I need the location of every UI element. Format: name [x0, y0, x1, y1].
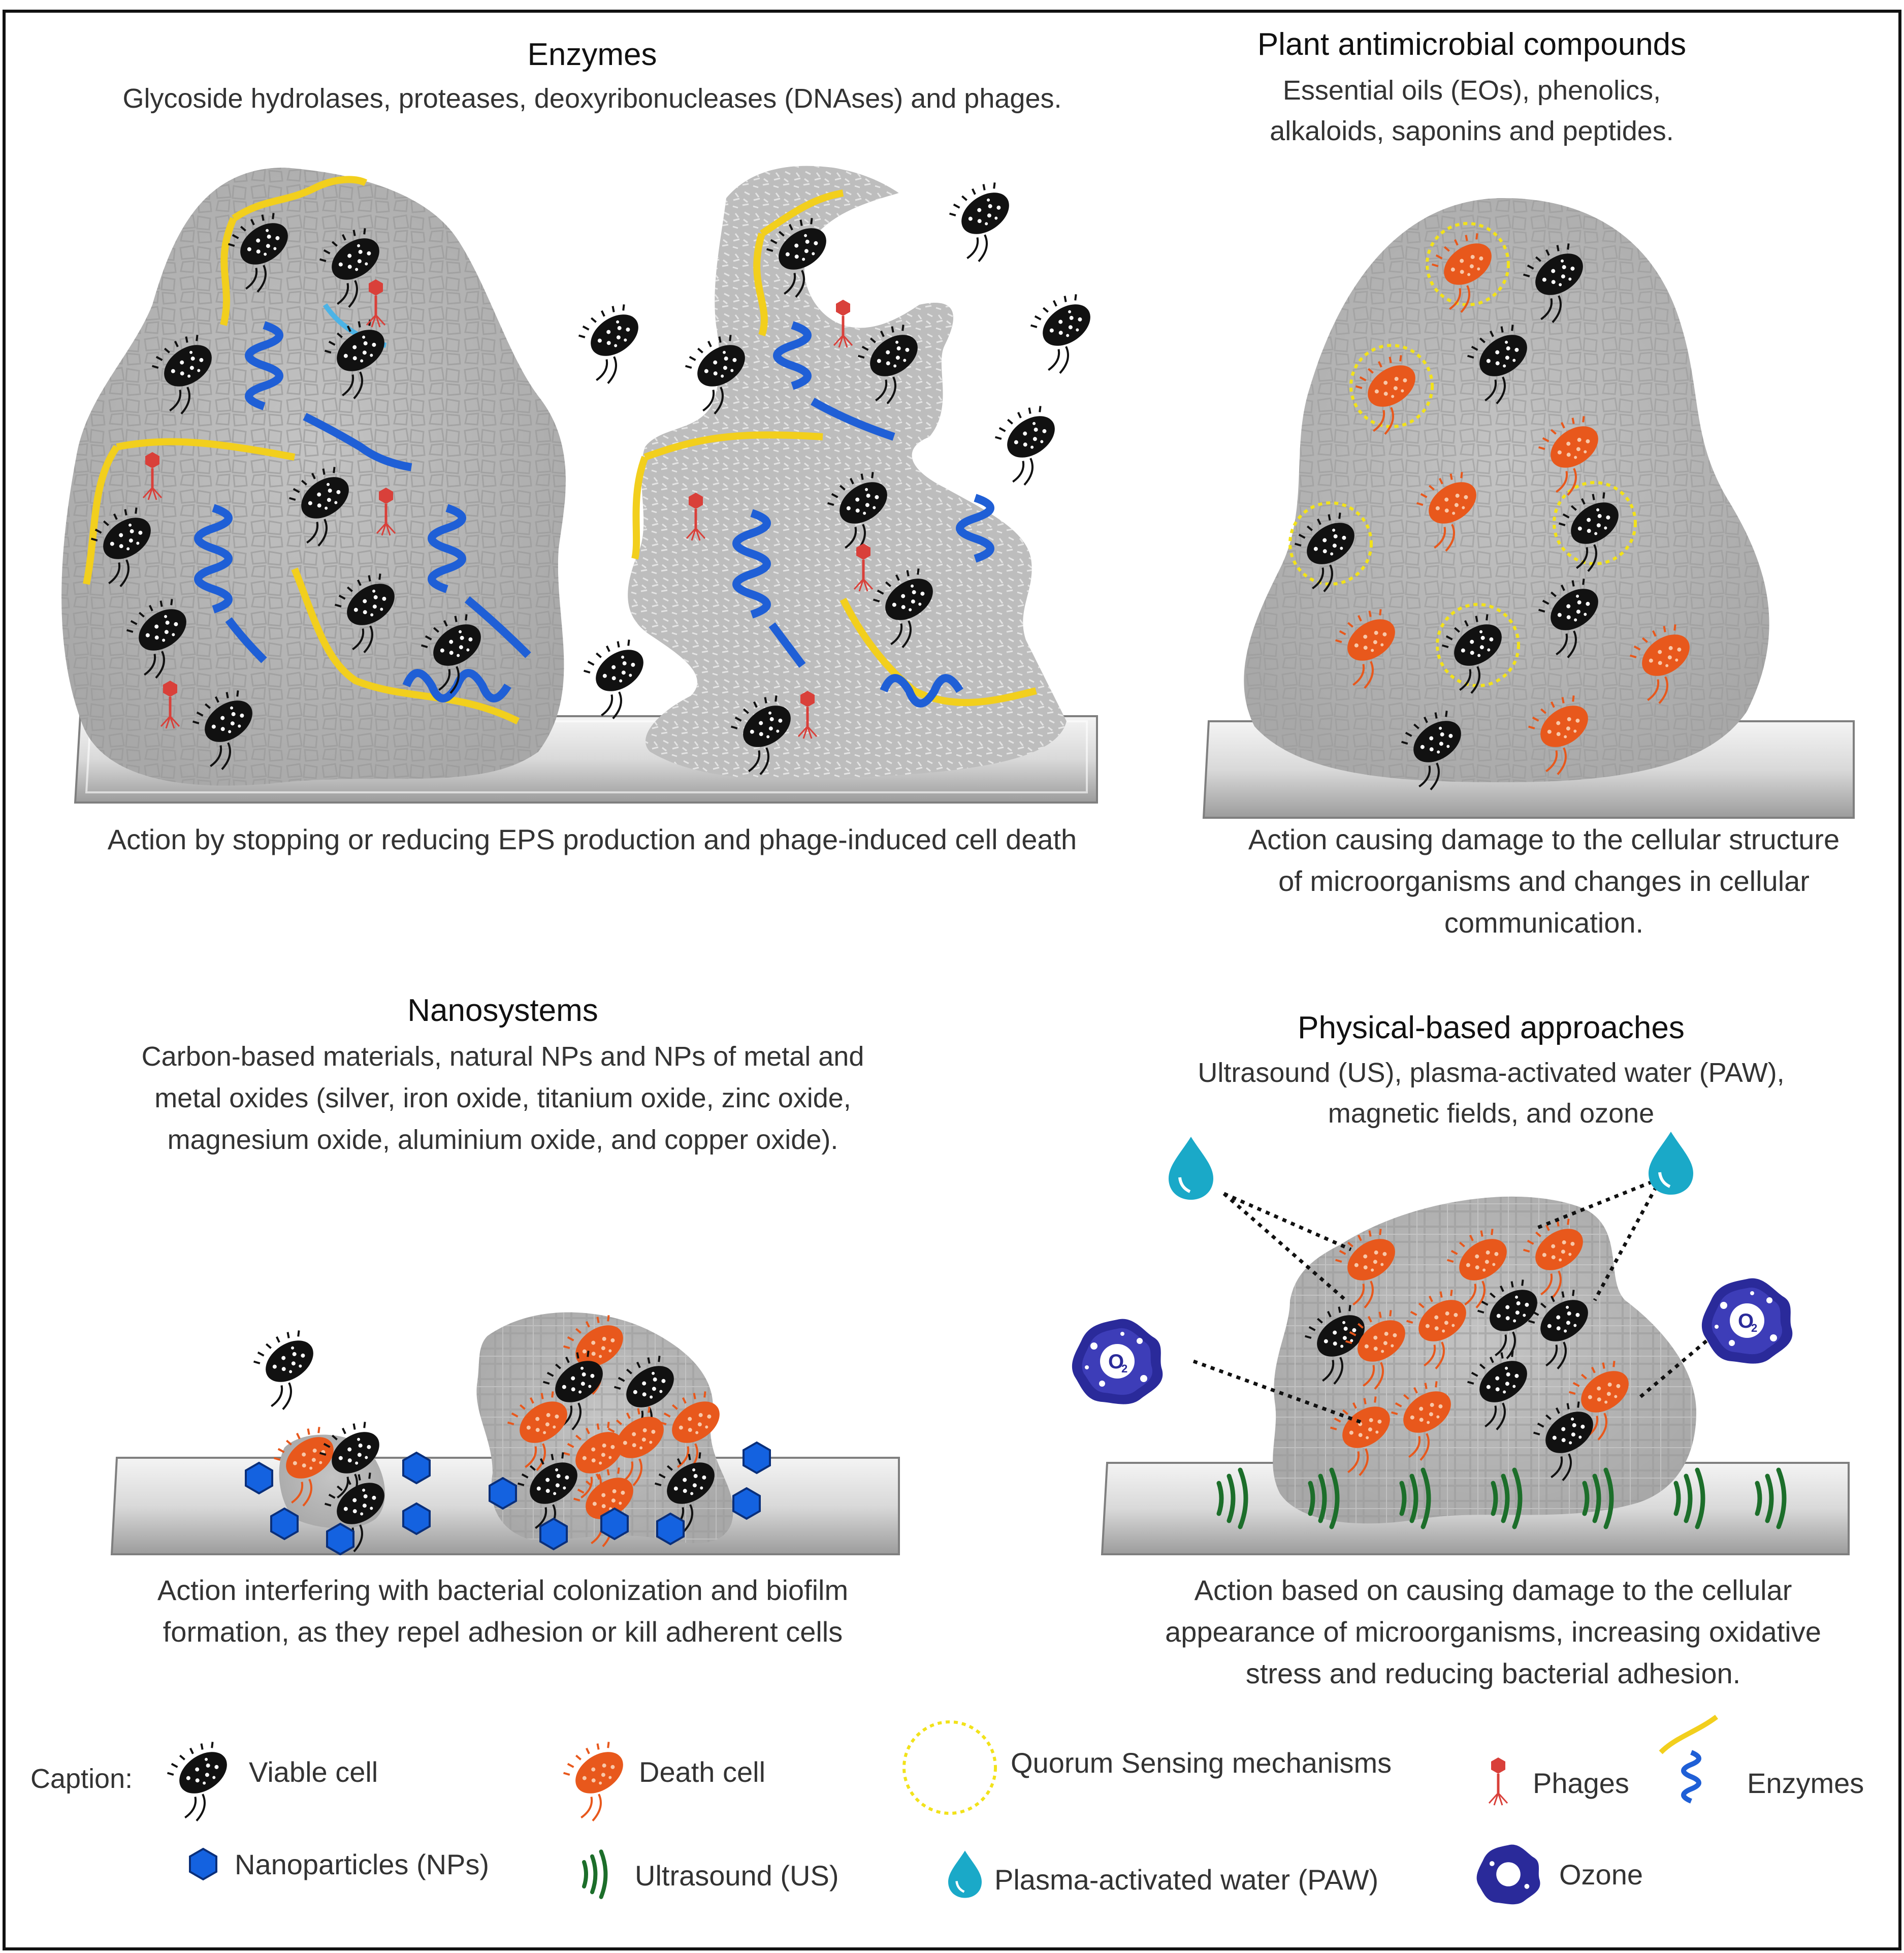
legend-ozone: Ozone [1559, 1859, 1643, 1891]
panel-plant: Plant antimicrobial compounds Essential … [1202, 27, 1855, 939]
physical-subtitle-line-1: Ultrasound (US), plasma-activated water … [1198, 1058, 1784, 1088]
physical-subtitle-line-2: magnetic fields, and ozone [1328, 1098, 1654, 1129]
physical-pointer-lines [1192, 1176, 1708, 1424]
nano-subtitle-line-3: magnesium oxide, aluminium oxide, and co… [168, 1125, 838, 1155]
enzymes-subtitle: Glycoside hydrolases, proteases, deoxyri… [123, 83, 1062, 114]
legend-nanoparticle-icon [189, 1848, 217, 1880]
legend-quorum: Quorum Sensing mechanisms [1011, 1747, 1392, 1779]
legend-quorum-icon [902, 1720, 997, 1815]
legend-paw: Plasma-activated water (PAW) [994, 1864, 1378, 1896]
plant-caption-line-1: Action causing damage to the cellular st… [1248, 823, 1840, 855]
legend-phages: Phages [1533, 1767, 1629, 1799]
plant-caption-line-2: of microorganisms and changes in cellula… [1278, 865, 1810, 897]
legend-death-cell: Death cell [639, 1756, 765, 1788]
nano-subtitle-line-2: metal oxides (silver, iron oxide, titani… [154, 1083, 851, 1113]
physical-caption-line-2: appearance of microorganisms, increasing… [1165, 1616, 1821, 1648]
nano-subtitle-line-1: Carbon-based materials, natural NPs and … [142, 1041, 864, 1072]
plant-caption-line-3: communication. [1444, 907, 1643, 939]
physical-title: Physical-based approaches [1298, 1010, 1685, 1045]
enzymes-biofilm-intact [61, 168, 566, 786]
nano-title: Nanosystems [407, 993, 598, 1028]
physical-caption-line-1: Action based on causing damage to the ce… [1195, 1574, 1792, 1606]
legend-nanoparticles: Nanoparticles (NPs) [235, 1848, 489, 1880]
legend-enzyme-icon [1659, 1714, 1718, 1804]
legend-ultrasound: Ultrasound (US) [635, 1860, 838, 1892]
legend-viable-cell: Viable cell [249, 1756, 378, 1788]
nano-caption-line-1: Action interfering with bacterial coloni… [157, 1574, 848, 1606]
plant-title: Plant antimicrobial compounds [1257, 27, 1686, 62]
plant-subtitle-line-1: Essential oils (EOs), phenolics, [1283, 75, 1661, 106]
nano-caption-line-2: formation, as they repel adhesion or kil… [163, 1616, 843, 1648]
plant-subtitle-line-2: alkaloids, saponins and peptides. [1270, 116, 1674, 146]
legend-ultrasound-icon [582, 1849, 608, 1899]
panel-physical: Physical-based approaches Ultrasound (US… [1072, 1010, 1850, 1689]
enzymes-caption: Action by stopping or reducing EPS produ… [108, 823, 1077, 855]
panel-enzymes: Enzymes Glycoside hydrolases, proteases,… [61, 37, 1110, 855]
physical-caption-line-3: stress and reducing bacterial adhesion. [1246, 1657, 1740, 1689]
legend-ozone-icon [1476, 1844, 1540, 1905]
enzymes-title: Enzymes [528, 37, 657, 72]
nano-biofilm [239, 1307, 739, 1557]
legend-paw-icon [948, 1850, 982, 1898]
panel-nanosystems: Nanosystems Carbon-based materials, natu… [110, 993, 900, 1648]
legend-enzymes: Enzymes [1747, 1767, 1864, 1799]
physical-biofilm [1273, 1196, 1696, 1524]
legend: Caption: Viable cell Death cell Quorum S… [30, 1714, 1864, 1905]
enzymes-biofilm-disrupted [628, 166, 1067, 780]
plant-biofilm [1244, 198, 1769, 795]
legend-caption-label: Caption: [30, 1764, 133, 1794]
